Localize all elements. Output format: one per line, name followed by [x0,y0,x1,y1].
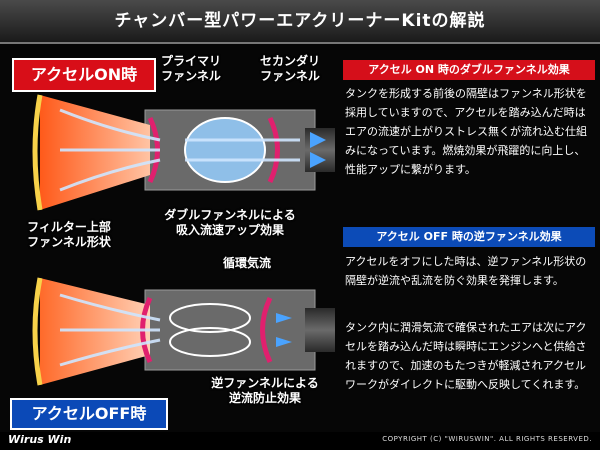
circulation-loop-1 [169,303,251,333]
accel-off-diagram [32,277,335,386]
outlet-tube-bottom [305,308,335,352]
on-section-heading: アクセル ON 時のダブルファンネル効果 [343,60,595,80]
accel-on-diagram [32,94,335,211]
circulation-callout: 循環気流 [222,256,271,270]
on-section-text: タンクを形成する前後の隔壁はファンネル形状を採用していますので、アクセルを踏み込… [345,87,587,176]
primary-funnel-callout: プライマリ ファンネル [160,54,221,83]
brand-logo: Wirus Win [8,433,72,446]
accel-off-label: アクセルOFF時 [10,398,168,430]
reverse-funnel-callout: 逆ファンネルによる 逆流防止効果 [211,376,319,405]
filter-cone-top [40,95,150,210]
off-section-heading: アクセル OFF 時の逆ファンネル効果 [343,227,595,247]
double-funnel-callout: ダブルファンネルによる 吸入流速アップ効果 [164,208,296,237]
outlet-tube-top [305,128,335,172]
filter-ring-top [32,94,43,211]
airflow-bubble-top [184,117,266,183]
off-section-text-1: アクセルをオフにした時は、逆ファンネル形状の隔壁が逆流や乱流を防ぐ効果を発揮しま… [345,255,587,287]
page-title: チャンバー型パワーエアクリーナーKitの解説 [114,11,486,31]
filter-top-callout: フィルター上部 ファンネル形状 [27,220,111,249]
accel-on-label: アクセルON時 [12,58,156,92]
secondary-ring [267,116,280,184]
off-section-text-2: タンク内に潤滑気流で確保されたエアは次にアクセルを踏み込んだ時は瞬時にエンジンへ… [345,321,587,391]
footer-bar [0,432,600,450]
filter-ring-bottom [32,277,43,386]
airflow-diagram [32,94,335,386]
reverse-ring-2 [260,296,273,364]
circulation-loop-2 [169,327,251,357]
title-bar [0,0,600,44]
copyright: COPYRIGHT (C) "WIRUSWIN". ALL RIGHTS RES… [382,435,592,443]
secondary-funnel-callout: セカンダリ ファンネル [259,54,320,83]
